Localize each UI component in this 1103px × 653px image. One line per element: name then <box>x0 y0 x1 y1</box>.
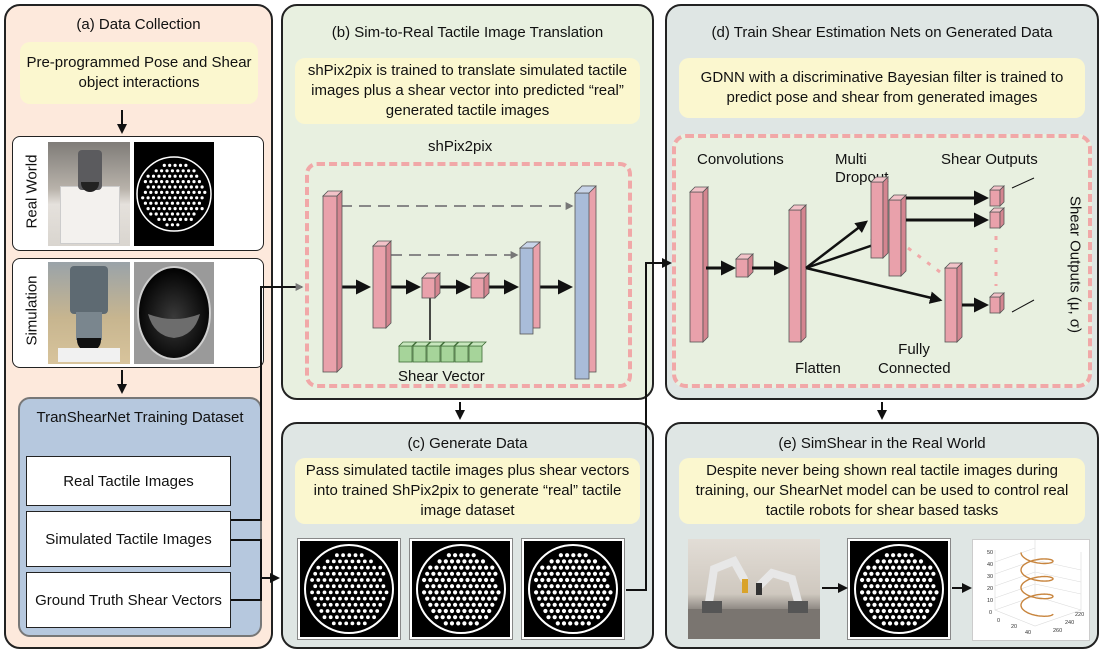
fully-connected-layer <box>944 262 963 343</box>
real-tactile-image-output <box>847 538 951 640</box>
x-tick-20: 20 <box>1011 624 1017 630</box>
panel-c-note: Pass simulated tactile images plus shear… <box>295 458 640 524</box>
real-sensor-photo <box>48 142 130 246</box>
layer-output <box>574 185 597 380</box>
panel-a-note: Pre-programmed Pose and Shear object int… <box>20 42 258 104</box>
generated-tactile-image-1 <box>297 538 401 640</box>
shear-output-nodes <box>989 185 1005 314</box>
arrow-shear-to-generate <box>231 578 262 601</box>
z-tick-0: 0 <box>989 610 992 616</box>
sim-sensor-render <box>48 262 130 364</box>
multi-dropout-label: Multi Dropout <box>835 151 889 186</box>
dataset-item-simulated: Simulated Tactile Images <box>26 511 231 567</box>
shpix2pix-label: shPix2pix <box>428 138 493 155</box>
panel-e-title: (e) SimShear in the Real World <box>778 435 986 452</box>
gdnn-network <box>689 176 1035 343</box>
z-tick-20: 20 <box>987 586 993 592</box>
shear-vector-cells <box>398 341 487 363</box>
z-tick-50: 50 <box>987 550 993 556</box>
layer-input <box>322 190 343 373</box>
shpix2pix-network <box>322 185 597 380</box>
y-tick-220: 220 <box>1075 612 1084 618</box>
generated-tactile-image-2 <box>409 538 513 640</box>
arrow-simulated-to-shpix2pix <box>231 283 304 521</box>
dropout-layer-2 <box>888 194 907 277</box>
shear-outputs-label: Shear Outputs <box>941 151 1038 168</box>
layer-dec1 <box>470 272 490 299</box>
panel-d-note: GDNN with a discriminative Bayesian filt… <box>679 58 1085 118</box>
sim-tactile-image <box>134 262 214 364</box>
dataset-item-real: Real Tactile Images <box>26 456 231 506</box>
layer-dec2 <box>518 241 542 335</box>
conv-small-layer <box>735 253 754 278</box>
y-tick-260: 260 <box>1053 628 1062 634</box>
layer-enc3 <box>421 272 441 299</box>
shear-vector-label: Shear Vector <box>398 368 485 385</box>
panel-b-title: (b) Sim-to-Real Tactile Image Translatio… <box>331 24 604 41</box>
panel-b-note: shPix2pix is trained to translate simula… <box>295 58 640 124</box>
layer-enc2 <box>372 240 392 329</box>
panel-c-title: (c) Generate Data <box>407 435 528 452</box>
y-tick-240: 240 <box>1065 620 1074 626</box>
panel-d-title: (d) Train Shear Estimation Nets on Gener… <box>711 24 1053 41</box>
fully-connected-label: Fully Connected <box>878 341 951 377</box>
dataset-item-shear: Ground Truth Shear Vectors <box>26 572 231 628</box>
z-tick-40: 40 <box>987 562 993 568</box>
shpix2pix-dashed-frame <box>305 162 632 388</box>
generated-tactile-image-3 <box>521 538 625 640</box>
x-tick-40: 40 <box>1025 630 1031 636</box>
z-tick-30: 30 <box>987 574 993 580</box>
panel-a-title: (a) Data Collection <box>76 16 201 33</box>
x-tick-0: 0 <box>997 618 1000 624</box>
panel-e-note: Despite never being shown real tactile i… <box>679 458 1085 524</box>
dropout-layer-1 <box>870 176 889 259</box>
real-tactile-image <box>134 142 214 246</box>
conv-layer <box>689 186 709 343</box>
dataset-title: TranShearNet Training Dataset <box>36 409 244 426</box>
trajectory-3d-plot: 50 40 30 20 10 0 0 20 40 220 240 260 <box>972 539 1090 641</box>
z-tick-10: 10 <box>987 598 993 604</box>
real-robot-photo <box>688 539 820 639</box>
arrow-generated-to-gdnn <box>626 258 672 591</box>
flatten-layer <box>788 204 807 343</box>
convolutions-label: Convolutions <box>697 151 784 168</box>
arrow-simulated-to-generate <box>231 539 280 583</box>
real-tactile-pattern <box>136 156 212 232</box>
flatten-label: Flatten <box>795 360 841 377</box>
